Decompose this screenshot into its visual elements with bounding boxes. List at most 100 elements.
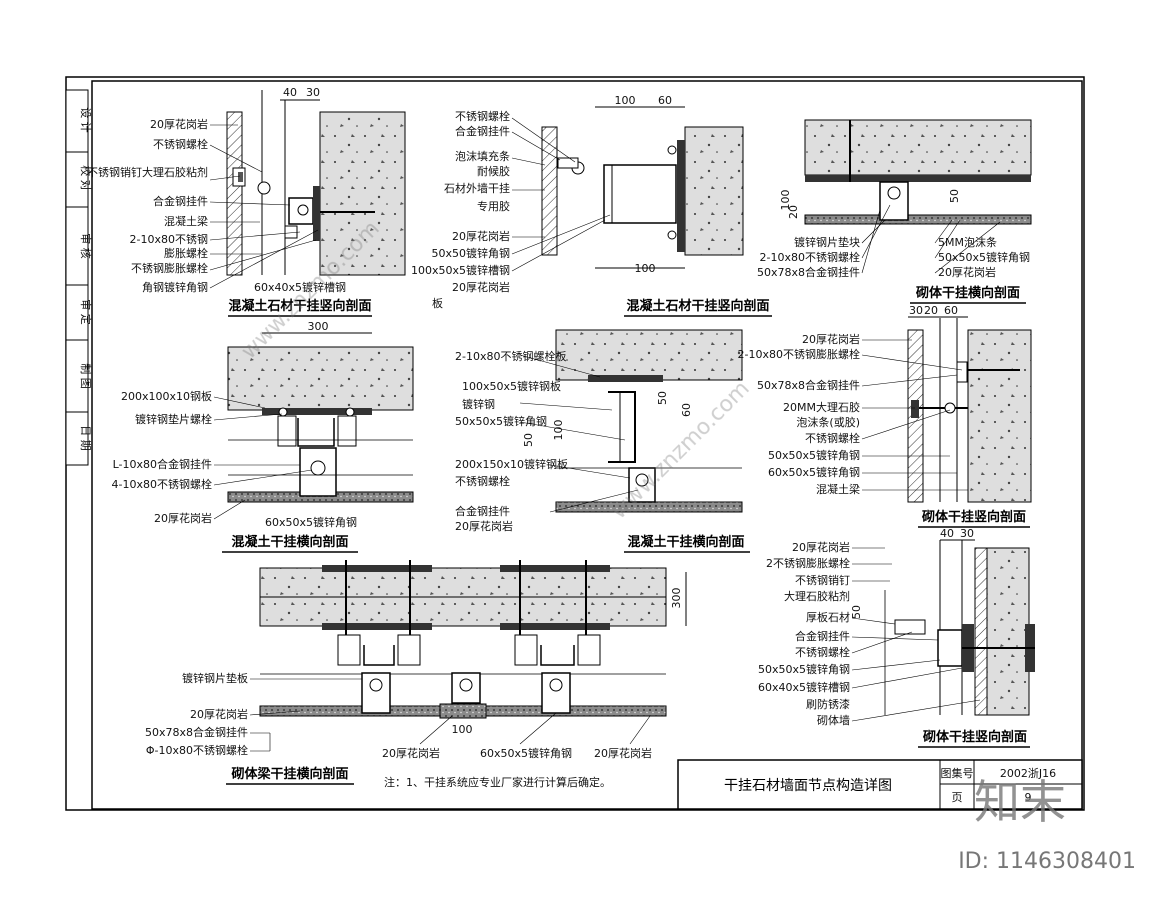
s5-label-4: 50x50x5镀锌角钢 xyxy=(455,414,547,428)
s1-label-3: 不锈钢销钉大理石胶粘剂 xyxy=(87,165,208,179)
s8-label-10: 刷防锈漆 xyxy=(806,697,850,711)
watermark-brand: 知末 xyxy=(974,775,1066,829)
s1-title: 混凝土石材干挂竖向剖面 xyxy=(228,298,371,314)
s7-label-6: 60x50x5镀锌角钢 xyxy=(480,746,572,760)
s2-dim-1: 100 xyxy=(615,94,636,107)
s5-dim-1: 50 xyxy=(522,433,535,447)
s3-label-1: 镀锌钢片垫块 xyxy=(794,235,860,249)
s8-title: 砌体干挂竖向剖面 xyxy=(922,729,1027,745)
s4-label-3: L-10x80合金钢挂件 xyxy=(113,457,212,471)
s5-label-1: 2-10x80不锈钢螺栓板 xyxy=(455,349,566,363)
s5-label-2: 100x50x5镀锌钢板 xyxy=(462,379,561,393)
s2-label-4: 耐候胶 xyxy=(477,164,510,178)
s1-label-2: 不锈钢螺栓 xyxy=(153,137,208,151)
s7-label-5: 20厚花岗岩 xyxy=(382,746,440,760)
s7-label-7: 20厚花岗岩 xyxy=(594,746,652,760)
sidebar-label-5: 制 图 xyxy=(79,363,92,389)
s5-label-7: 合金钢挂件 xyxy=(455,504,510,518)
s8-label-1: 20厚花岗岩 xyxy=(792,540,850,554)
drawing-note: 注：1、干挂系统应专业厂家进行计算后确定。 xyxy=(384,775,611,789)
s3-label-5: 50x50x5镀锌角钢 xyxy=(938,250,1030,264)
s6-dim-2: 20 xyxy=(924,304,938,317)
sidebar-label-3: 审 核 xyxy=(79,233,93,259)
s6-label-1: 20厚花岗岩 xyxy=(802,332,860,346)
s3-dim-3: 50 xyxy=(948,189,961,203)
s6-label-4: 20MM大理石胶 xyxy=(783,400,860,414)
s5-dim-2: 100 xyxy=(552,420,565,441)
s6-label-9: 混凝土梁 xyxy=(816,482,860,496)
s5-label-6: 不锈钢螺栓 xyxy=(455,474,510,488)
s4-label-4: 4-10x80不锈钢螺栓 xyxy=(112,477,212,491)
s3-label-4: 5MM泡沫条 xyxy=(938,235,997,249)
section-3-detail: 100 20 50 镀锌钢片垫块 2-10x80不锈钢螺栓 50x78x8合金钢… xyxy=(757,119,1032,304)
s6-label-6: 不锈钢螺栓 xyxy=(805,431,860,445)
s5-label-3: 镀锌钢 xyxy=(462,397,495,411)
sheet-title: 干挂石材墙面节点构造详图 xyxy=(724,778,892,794)
s5-label-8: 20厚花岗岩 xyxy=(455,519,513,533)
s8-dim-2: 30 xyxy=(960,527,974,540)
sidebar-label-2: 校 对 xyxy=(79,165,93,191)
s8-label-11: 砌体墙 xyxy=(817,713,850,727)
s1-dim-2: 30 xyxy=(306,86,320,99)
s8-dim-1: 40 xyxy=(940,527,954,540)
s6-dim-3: 60 xyxy=(944,304,958,317)
section-4-detail: 300 200x100x10钢板 镀锌钢垫片螺栓 L-10x80合金钢挂件 4-… xyxy=(112,320,414,553)
s7-label-3: 50x78x8合金钢挂件 xyxy=(145,725,248,739)
outer-frame xyxy=(65,76,1085,811)
s2-label-1: 不锈钢螺栓 xyxy=(455,109,510,123)
s7-dim-1: 300 xyxy=(670,588,683,609)
s1-label-7: 膨胀螺栓 xyxy=(164,246,208,260)
s2-label-3: 泡沫填充条 xyxy=(455,149,510,163)
s4-label-2: 镀锌钢垫片螺栓 xyxy=(135,412,212,426)
s3-label-2: 2-10x80不锈钢螺栓 xyxy=(760,250,860,264)
inner-frame xyxy=(91,80,1083,810)
s1-label-6: 2-10x80不锈钢 xyxy=(130,233,208,246)
s2-dim-2: 60 xyxy=(658,94,672,107)
sidebar-label-4: 审 定 xyxy=(79,299,93,325)
s7-label-4: Φ-10x80不锈钢螺栓 xyxy=(146,743,248,757)
atlas-number-label: 图集号 xyxy=(941,766,974,780)
s8-label-5: 厚板石材 xyxy=(806,610,850,624)
title-block: 干挂石材墙面节点构造详图 图集号 2002浙J16 页 9 xyxy=(677,759,1083,810)
section-7-detail: 300 100 镀锌钢片垫板 20厚花岗岩 50x78x8合金钢挂件 Φ-10x… xyxy=(145,560,687,785)
s2-dim-3: 100 xyxy=(635,262,656,275)
section-1-detail: 40 30 20厚花岗岩 不锈钢螺栓 不锈钢销钉大理石胶粘剂 合金钢挂件 混凝土… xyxy=(87,86,406,317)
section-5-detail: 50 100 50 60 2-10x80不锈钢螺栓板 100x50x5镀锌钢板 … xyxy=(455,329,750,553)
sidebar-label-1: 设 计 xyxy=(79,107,92,133)
sidebar-label-6: 日 期 xyxy=(79,425,92,451)
s2-label-2: 合金钢挂件 xyxy=(455,124,510,138)
s5-title: 混凝土干挂横向剖面 xyxy=(627,534,744,550)
s3-title: 砌体干挂横向剖面 xyxy=(915,285,1020,301)
s8-label-4: 大理石胶粘剂 xyxy=(784,589,850,603)
s1-label-9: 角钢镀锌角钢 xyxy=(142,280,208,294)
s2-label-5: 石材外墙干挂 xyxy=(444,181,510,195)
s2-label-10: 20厚花岗岩 xyxy=(452,280,510,294)
s6-label-7: 50x50x5镀锌角钢 xyxy=(768,448,860,462)
s8-label-9: 60x40x5镀锌槽钢 xyxy=(758,680,850,694)
s4-dim-1: 300 xyxy=(308,320,329,333)
page-number: 9 xyxy=(1025,791,1032,804)
s2-label-7: 20厚花岗岩 xyxy=(452,229,510,243)
s4-label-1: 200x100x10钢板 xyxy=(121,389,212,403)
s8-label-6: 合金钢挂件 xyxy=(795,629,850,643)
s4-title: 混凝土干挂横向剖面 xyxy=(231,534,348,550)
s3-dim-1: 100 xyxy=(779,190,792,211)
s5-dim-4: 60 xyxy=(680,403,693,417)
s1-label-1: 20厚花岗岩 xyxy=(150,117,208,131)
section-6-detail: 30 20 60 20厚花岗岩 2-10x80不锈钢膨胀螺栓 50x78x8合金… xyxy=(738,304,1032,528)
s6-label-8: 60x50x5镀锌角钢 xyxy=(768,465,860,479)
s8-dim-3: 50 xyxy=(850,605,863,619)
page-label: 页 xyxy=(952,791,963,804)
s6-dim-1: 30 xyxy=(909,304,923,317)
s7-label-2: 20厚花岗岩 xyxy=(190,707,248,721)
s8-label-2: 2不锈钢膨胀螺栓 xyxy=(766,556,850,570)
s2-label-11: 板 xyxy=(432,296,443,310)
s4-label-5: 20厚花岗岩 xyxy=(154,511,212,525)
s4-label-6: 60x50x5镀锌角钢 xyxy=(265,515,357,529)
s6-title: 砌体干挂竖向剖面 xyxy=(921,509,1026,525)
s6-label-3: 50x78x8合金钢挂件 xyxy=(757,378,860,392)
s2-label-8: 50x50镀锌角钢 xyxy=(431,246,510,260)
s5-label-5: 200x150x10镀锌钢板 xyxy=(455,457,568,471)
s8-label-7: 不锈钢螺栓 xyxy=(795,645,850,659)
